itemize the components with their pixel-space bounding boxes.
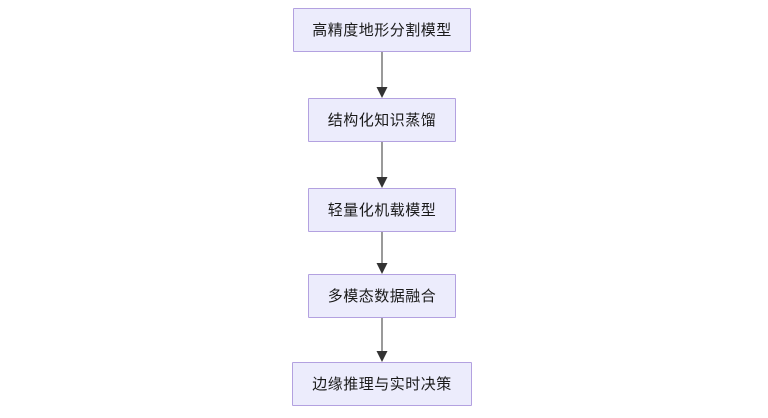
flow-node-high-precision-terrain-segmentation-model[interactable]: 高精度地形分割模型 (293, 8, 471, 52)
flow-node-label: 结构化知识蒸馏 (327, 111, 437, 129)
edge-node3-to-node4 (376, 232, 388, 274)
edge-node4-to-node5 (376, 318, 388, 362)
flow-node-multimodal-data-fusion[interactable]: 多模态数据融合 (308, 274, 456, 318)
flow-node-label: 多模态数据融合 (327, 287, 437, 305)
flow-node-structured-knowledge-distillation[interactable]: 结构化知识蒸馏 (308, 98, 456, 142)
flow-node-label: 高精度地形分割模型 (312, 21, 452, 39)
flow-node-label: 边缘推理与实时决策 (312, 375, 452, 393)
edge-node2-to-node3 (376, 142, 388, 188)
flow-node-edge-inference-realtime-decision[interactable]: 边缘推理与实时决策 (292, 362, 472, 406)
flow-node-label: 轻量化机载模型 (327, 201, 437, 219)
edge-node1-to-node2 (376, 52, 388, 98)
flow-node-lightweight-airborne-model[interactable]: 轻量化机载模型 (308, 188, 456, 232)
